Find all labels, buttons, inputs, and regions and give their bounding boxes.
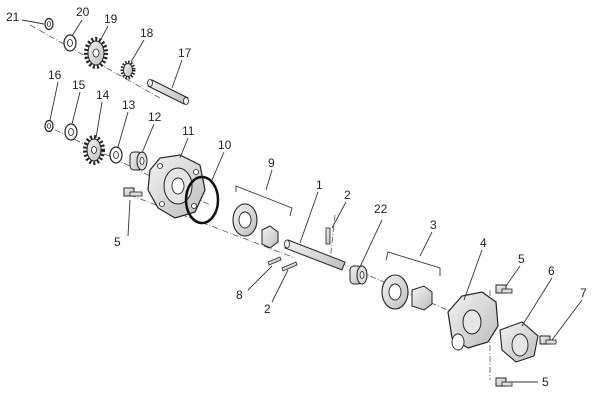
part-2-pin-lower — [281, 261, 298, 272]
callout-12: 12 — [148, 110, 162, 124]
callout-5-right-bottom: 5 — [542, 375, 549, 389]
callout-8: 8 — [236, 288, 243, 302]
callout-6: 6 — [548, 264, 555, 278]
callout-14: 14 — [96, 88, 110, 102]
part-8-pin — [267, 256, 282, 266]
part-19-gear — [84, 37, 108, 69]
callout-10: 10 — [218, 138, 232, 152]
center-axis-lines — [29, 24, 491, 380]
part-9-rotor-set — [232, 203, 279, 249]
callout-18: 18 — [140, 26, 154, 40]
part-2-pin-upper — [325, 227, 331, 245]
callout-20: 20 — [76, 5, 90, 19]
leader-lines — [21, 19, 583, 383]
callout-2-lower: 2 — [264, 302, 271, 316]
part-22-bearing — [349, 265, 368, 285]
callout-11: 11 — [182, 124, 195, 138]
part-20-washer — [63, 34, 77, 52]
part-5-screw-right-bottom — [495, 377, 513, 387]
group-brackets — [235, 185, 441, 276]
part-16-washer — [44, 119, 54, 133]
part-6-elbow-fitting — [499, 321, 539, 363]
part-14-gear — [83, 135, 105, 165]
part-5-screw-left — [123, 187, 143, 197]
callout-17: 17 — [178, 46, 192, 60]
callout-13: 13 — [122, 98, 136, 112]
callout-19: 19 — [104, 12, 118, 26]
part-21-washer — [44, 17, 54, 31]
callout-1: 1 — [316, 178, 323, 192]
callout-3: 3 — [430, 218, 437, 232]
callout-16: 16 — [48, 68, 62, 82]
part-13-washer — [109, 146, 123, 164]
part-7-screw — [539, 335, 557, 345]
part-10-o-ring — [184, 175, 220, 225]
callout-21: 21 — [6, 10, 20, 24]
callout-labels: 21 20 19 18 17 16 15 14 13 12 11 10 9 1 … — [6, 5, 587, 389]
callout-22: 22 — [374, 202, 388, 216]
part-3-rotor-pair — [381, 274, 433, 311]
callout-7: 7 — [580, 286, 587, 300]
part-12-bearing — [129, 151, 148, 171]
callout-5-right-top: 5 — [518, 252, 525, 266]
part-15-washer — [64, 123, 78, 141]
part-18-pinion — [120, 60, 136, 80]
part-4-pump-cover — [447, 291, 499, 351]
callout-2-upper: 2 — [344, 188, 351, 202]
part-17-shaft — [147, 79, 189, 105]
callout-15: 15 — [72, 78, 86, 92]
part-5-screw-right-top — [495, 284, 513, 294]
callout-4: 4 — [480, 236, 487, 250]
part-1-main-shaft — [284, 239, 346, 271]
callout-9: 9 — [268, 156, 275, 170]
callout-5-left: 5 — [114, 235, 121, 249]
part-11-pump-housing — [147, 154, 206, 219]
